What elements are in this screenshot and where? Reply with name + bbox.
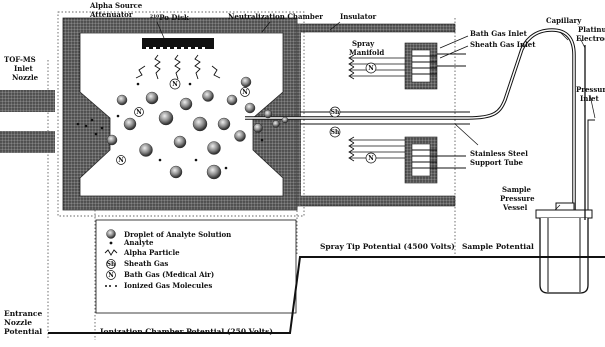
gas-inlet-lines — [437, 53, 466, 169]
label-sample-pressure: Pressure — [500, 194, 535, 203]
legend-box — [95, 219, 297, 314]
label-manifold: Manifold — [349, 48, 384, 57]
entrance-label-line3: Potential — [4, 327, 42, 336]
ionization-potential-label: Ionization Chamber Potential (250 Volts) — [100, 327, 273, 336]
insulator-block — [296, 23, 456, 207]
legend-sheath-icon — [106, 259, 116, 269]
spray-tip-potential-label: Spray Tip Potential (4500 Volts) — [320, 242, 455, 251]
label-spray: Spray — [352, 39, 375, 48]
marker-sheath-2: Sh — [331, 129, 340, 136]
label-pressure-inlet: Inlet — [580, 94, 599, 103]
label-pressure: Pressure — [576, 85, 605, 94]
label-support-tube: Support Tube — [470, 158, 524, 167]
capillary-tube — [245, 28, 576, 230]
legend-sheath-label: Sheath Gas — [124, 259, 168, 268]
potential-line — [48, 256, 605, 334]
legend-bath-label: Bath Gas (Medical Air) — [124, 270, 214, 279]
legend-droplet-label: Droplet of Analyte Solution — [124, 230, 231, 239]
po-disk — [142, 38, 214, 51]
sample-pressure-vessel — [535, 45, 595, 294]
legend-labels: Droplet of Analyte Solution Analyte Alph… — [123, 230, 231, 290]
sample-potential-label: Sample Potential — [462, 242, 534, 251]
ionization-chamber-wall — [62, 17, 298, 211]
label-alpha-source: Alpha Source — [89, 1, 143, 10]
label-insulator: Insulator — [340, 12, 376, 21]
label-bath-gas-inlet: Bath Gas Inlet — [470, 29, 528, 38]
legend-droplet-icon — [106, 229, 116, 239]
marker-bath-1: N — [172, 81, 178, 88]
legend-analyte-label: Analyte — [123, 238, 154, 247]
legend-ionized-icon — [105, 285, 117, 287]
legend-ionized-label: Ionized Gas Molecules — [124, 281, 212, 290]
gas-symbol-markers — [116, 62, 377, 165]
entrance-label-line2: Nozzle — [4, 318, 32, 327]
spray-manifold-lower — [404, 136, 438, 184]
marker-bath-2: N — [136, 109, 142, 116]
label-sample: Sample — [502, 185, 532, 194]
potential-labels: Spray Tip Potential (4500 Volts) Sample … — [4, 242, 534, 336]
label-inlet: Inlet — [14, 64, 33, 73]
ionized-gas-molecules — [76, 82, 264, 170]
label-stainless-steel: Stainless Steel — [470, 149, 528, 158]
label-nozzle: Nozzle — [12, 73, 39, 82]
legend-alpha-icon — [104, 249, 118, 256]
label-electrode: Electrod — [576, 34, 605, 43]
label-sample-vessel: Vessel — [502, 203, 528, 212]
leader-lines — [156, 21, 596, 211]
label-neutralization-chamber: Neutralization Chamber — [228, 12, 323, 21]
label-platinum: Platinum — [578, 25, 605, 34]
legend-analyte-icon — [109, 241, 113, 245]
alpha-particle-arrows — [135, 54, 221, 80]
legend-sheath-symbol: Sh — [107, 261, 116, 268]
bath-gas-flow-arrows — [348, 54, 405, 162]
label-tof-ms: TOF-MS — [4, 55, 36, 64]
marker-bath-5: N — [368, 65, 374, 72]
label-capillary: Capillary — [546, 16, 582, 25]
legend-alpha-label: Alpha Particle — [123, 248, 180, 257]
component-labels: Alpha Source Attenuator ²¹⁰Po Disk Neutr… — [4, 1, 605, 212]
label-attenuator: Attenuator — [89, 10, 133, 19]
label-po-disk: ²¹⁰Po Disk — [150, 13, 189, 22]
label-sheath-gas-inlet: Sheath Gas Inlet — [470, 40, 536, 49]
marker-sheath-1: Sh — [331, 109, 340, 116]
entrance-label-line1: Entrance — [4, 309, 42, 318]
marker-bath-4: N — [118, 157, 124, 164]
legend-bath-icon — [106, 270, 116, 280]
marker-symbols: Sh N N N N N N N Sh Sh — [107, 65, 375, 279]
spray-manifold-upper — [404, 42, 438, 90]
marker-bath-3: N — [242, 89, 248, 96]
legend-bath-symbol: N — [108, 272, 114, 279]
tof-ms-inlet-nozzle — [0, 90, 55, 153]
marker-bath-6: N — [368, 155, 374, 162]
spray-droplets — [106, 76, 289, 180]
